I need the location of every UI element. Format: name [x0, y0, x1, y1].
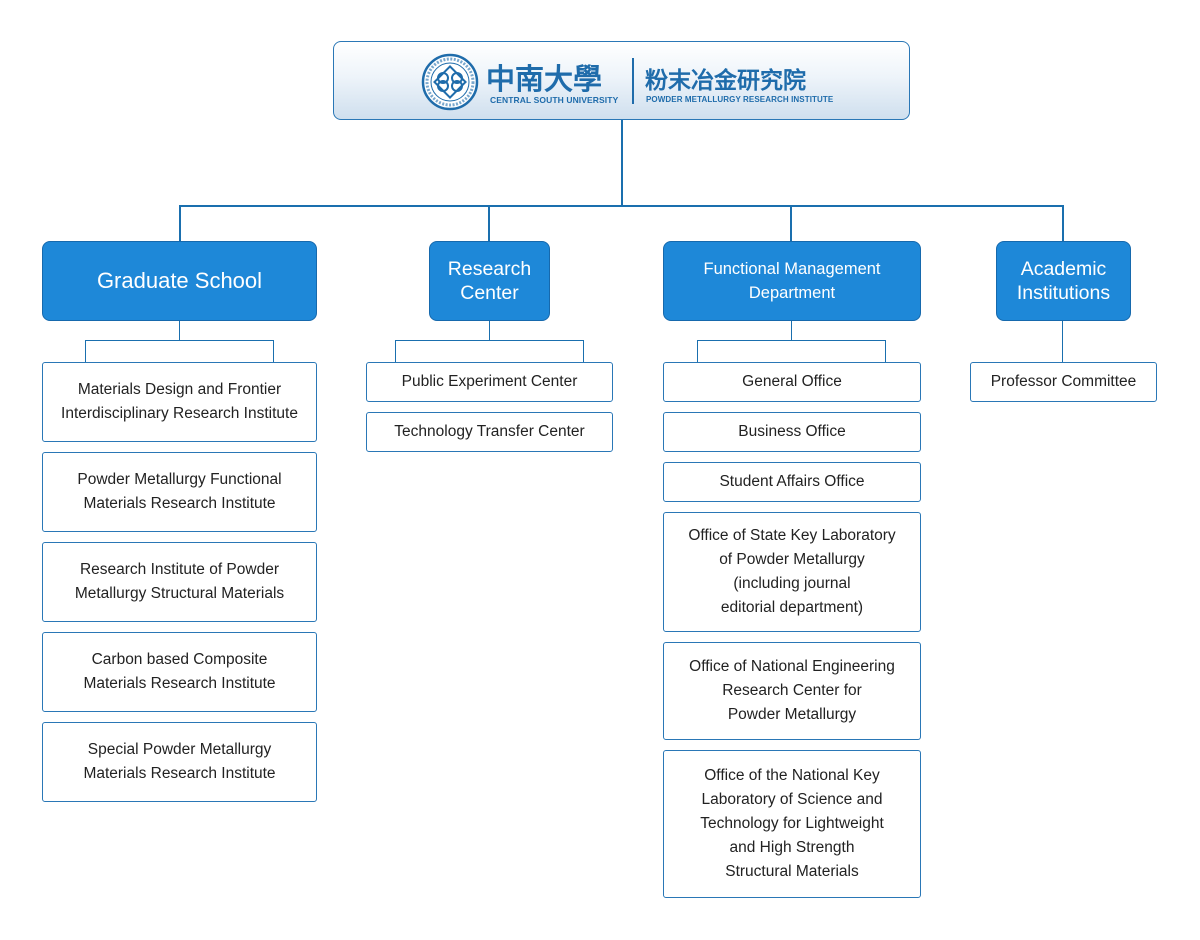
research-child-node: Public Experiment Center	[366, 362, 613, 402]
graduate-child-node: Research Institute of Powder Metallurgy …	[42, 542, 317, 622]
connector-graduate-bracket	[85, 340, 274, 341]
connector-functional-bracket	[697, 340, 886, 341]
header-logo-box: 中南大學 CENTRAL SOUTH UNIVERSITY 粉末冶金研究院 PO…	[333, 41, 910, 120]
university-name-cn: 中南大學	[486, 62, 603, 96]
connector-root-vertical	[621, 120, 623, 206]
functional-management-node: Functional Management Department	[663, 241, 921, 321]
connector-graduate-bracket-left	[85, 340, 86, 363]
connector-functional-bracket-right	[885, 340, 886, 363]
connector-research-bracket	[395, 340, 584, 341]
connector-academic-stem	[1062, 320, 1063, 363]
academic-child-node: Professor Committee	[970, 362, 1157, 402]
connector-top-horizontal	[179, 205, 1064, 207]
research-child-node: Technology Transfer Center	[366, 412, 613, 452]
functional-child-node: Student Affairs Office	[663, 462, 921, 502]
graduate-child-node: Carbon based Composite Materials Researc…	[42, 632, 317, 712]
connector-functional-bracket-left	[697, 340, 698, 363]
functional-child-node: Office of the National Key Laboratory of…	[663, 750, 921, 898]
university-name-en: CENTRAL SOUTH UNIVERSITY	[490, 95, 619, 105]
graduate-child-node: Powder Metallurgy Functional Materials R…	[42, 452, 317, 532]
functional-child-node: Business Office	[663, 412, 921, 452]
connector-functional-stem	[791, 320, 792, 341]
connector-drop-academic	[1062, 205, 1064, 242]
institute-name-cn: 粉末冶金研究院	[645, 67, 806, 94]
functional-child-node: General Office	[663, 362, 921, 402]
connector-graduate-bracket-right	[273, 340, 274, 363]
header-divider	[632, 58, 634, 104]
research-center-node: Research Center	[429, 241, 550, 321]
graduate-school-node: Graduate School	[42, 241, 317, 321]
connector-drop-graduate	[179, 205, 181, 242]
functional-child-node: Office of National Engineering Research …	[663, 642, 921, 740]
academic-institutions-node: Academic Institutions	[996, 241, 1131, 321]
connector-research-stem	[489, 320, 490, 341]
connector-research-bracket-right	[583, 340, 584, 363]
connector-drop-research	[488, 205, 490, 242]
connector-research-bracket-left	[395, 340, 396, 363]
graduate-child-node: Materials Design and Frontier Interdisci…	[42, 362, 317, 442]
functional-child-node: Office of State Key Laboratory of Powder…	[663, 512, 921, 632]
university-seal-icon	[421, 53, 479, 111]
connector-drop-functional	[790, 205, 792, 242]
graduate-child-node: Special Powder Metallurgy Materials Rese…	[42, 722, 317, 802]
institute-name-en: POWDER METALLURGY RESEARCH INSTITUTE	[646, 95, 834, 104]
connector-graduate-stem	[179, 320, 180, 341]
